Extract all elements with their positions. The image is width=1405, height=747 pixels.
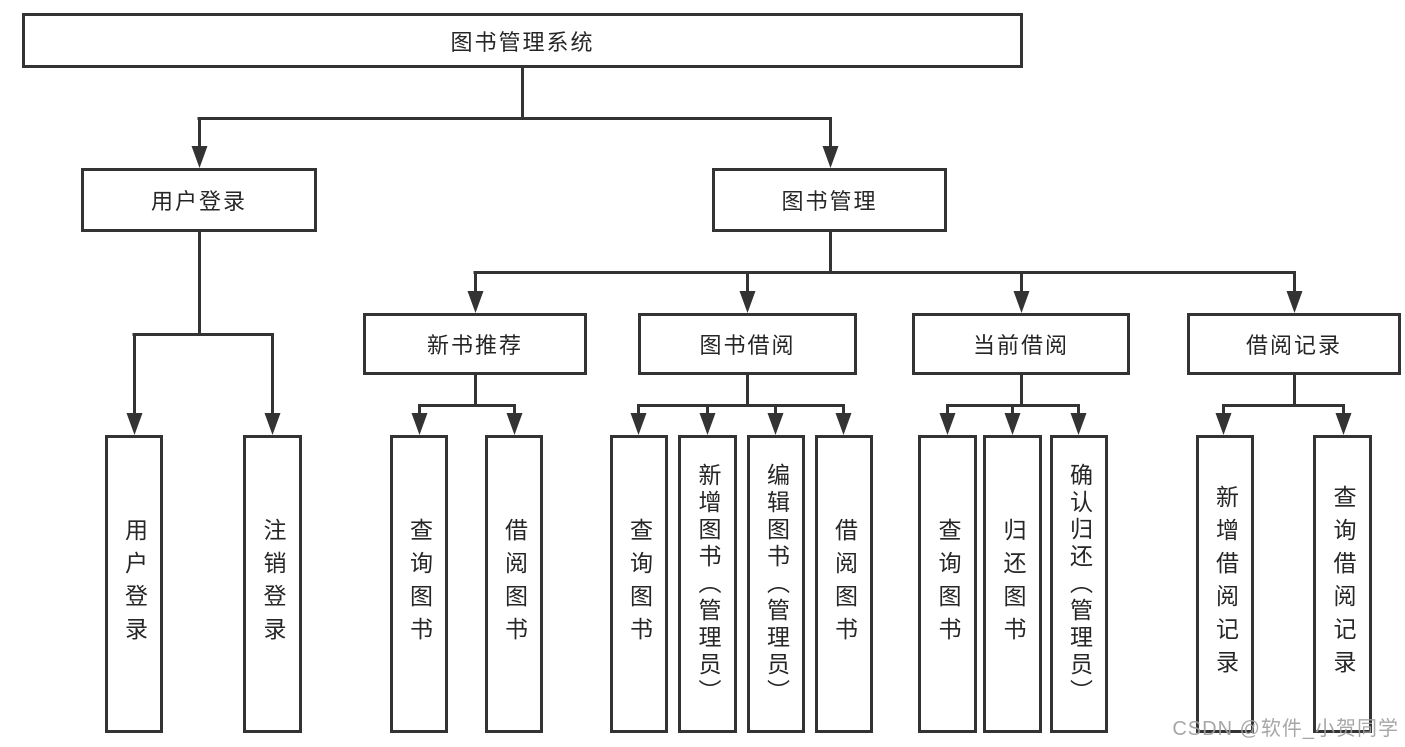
leaf-label: 查询图书 [626, 518, 653, 650]
edge-borrow-records-to-leaves [1215, 375, 1352, 435]
edge-new-book-recommend-to-leaves [411, 375, 523, 435]
leaf-add-borrow-record: 新增借阅记录 [1196, 435, 1254, 733]
node-new-book-recommend: 新书推荐 [363, 313, 587, 375]
edge-book-borrow-to-leaves [630, 375, 852, 435]
leaf-query-books-recommend: 查询图书 [390, 435, 448, 733]
edge-current-borrow-to-leaves [939, 375, 1087, 435]
edge-user-login-to-leaves [126, 232, 281, 435]
leaf-borrow-books: 借阅图书 [815, 435, 873, 733]
node-user-login: 用户登录 [81, 168, 317, 232]
leaf-label: 新增借阅记录 [1212, 485, 1239, 683]
leaf-label: 查询图书 [406, 518, 433, 650]
leaf-label: 查询借阅记录 [1330, 485, 1356, 683]
csdn-watermark: CSDN @软件_小贺同学 [1172, 718, 1399, 740]
node-library-management-system: 图书管理系统 [22, 13, 1023, 68]
leaf-label: 用户登录 [121, 518, 148, 650]
leaf-borrow-books-recommend: 借阅图书 [485, 435, 543, 733]
leaf-label: 借阅图书 [501, 518, 528, 650]
node-book-management: 图书管理 [712, 168, 947, 232]
node-borrow-records: 借阅记录 [1187, 313, 1401, 375]
edge-book-management-to-level3 [467, 232, 1303, 313]
node-book-borrow: 图书借阅 [638, 313, 857, 375]
leaf-label: 查询图书 [935, 518, 961, 650]
leaf-query-borrow-record: 查询借阅记录 [1313, 435, 1372, 733]
leaf-label: 新增图书（管理员） [695, 462, 721, 706]
leaf-query-books-borrow: 查询图书 [610, 435, 668, 733]
leaf-confirm-return-admin: 确认归还（管理员） [1050, 435, 1108, 733]
leaf-label: 编辑图书（管理员） [763, 462, 790, 706]
leaf-logout: 注销登录 [243, 435, 302, 733]
leaf-edit-books-admin: 编辑图书（管理员） [747, 435, 805, 733]
leaf-return-books: 归还图书 [983, 435, 1042, 733]
node-current-borrow: 当前借阅 [912, 313, 1130, 375]
leaf-label: 注销登录 [260, 518, 286, 650]
leaf-user-login: 用户登录 [105, 435, 163, 733]
edge-root-to-level2 [191, 68, 839, 168]
leaf-label: 确认归还（管理员） [1066, 462, 1093, 706]
leaf-query-books-current: 查询图书 [918, 435, 977, 733]
leaf-add-books-admin: 新增图书（管理员） [678, 435, 737, 733]
leaf-label: 归还图书 [1000, 518, 1026, 650]
leaf-label: 借阅图书 [831, 518, 858, 650]
